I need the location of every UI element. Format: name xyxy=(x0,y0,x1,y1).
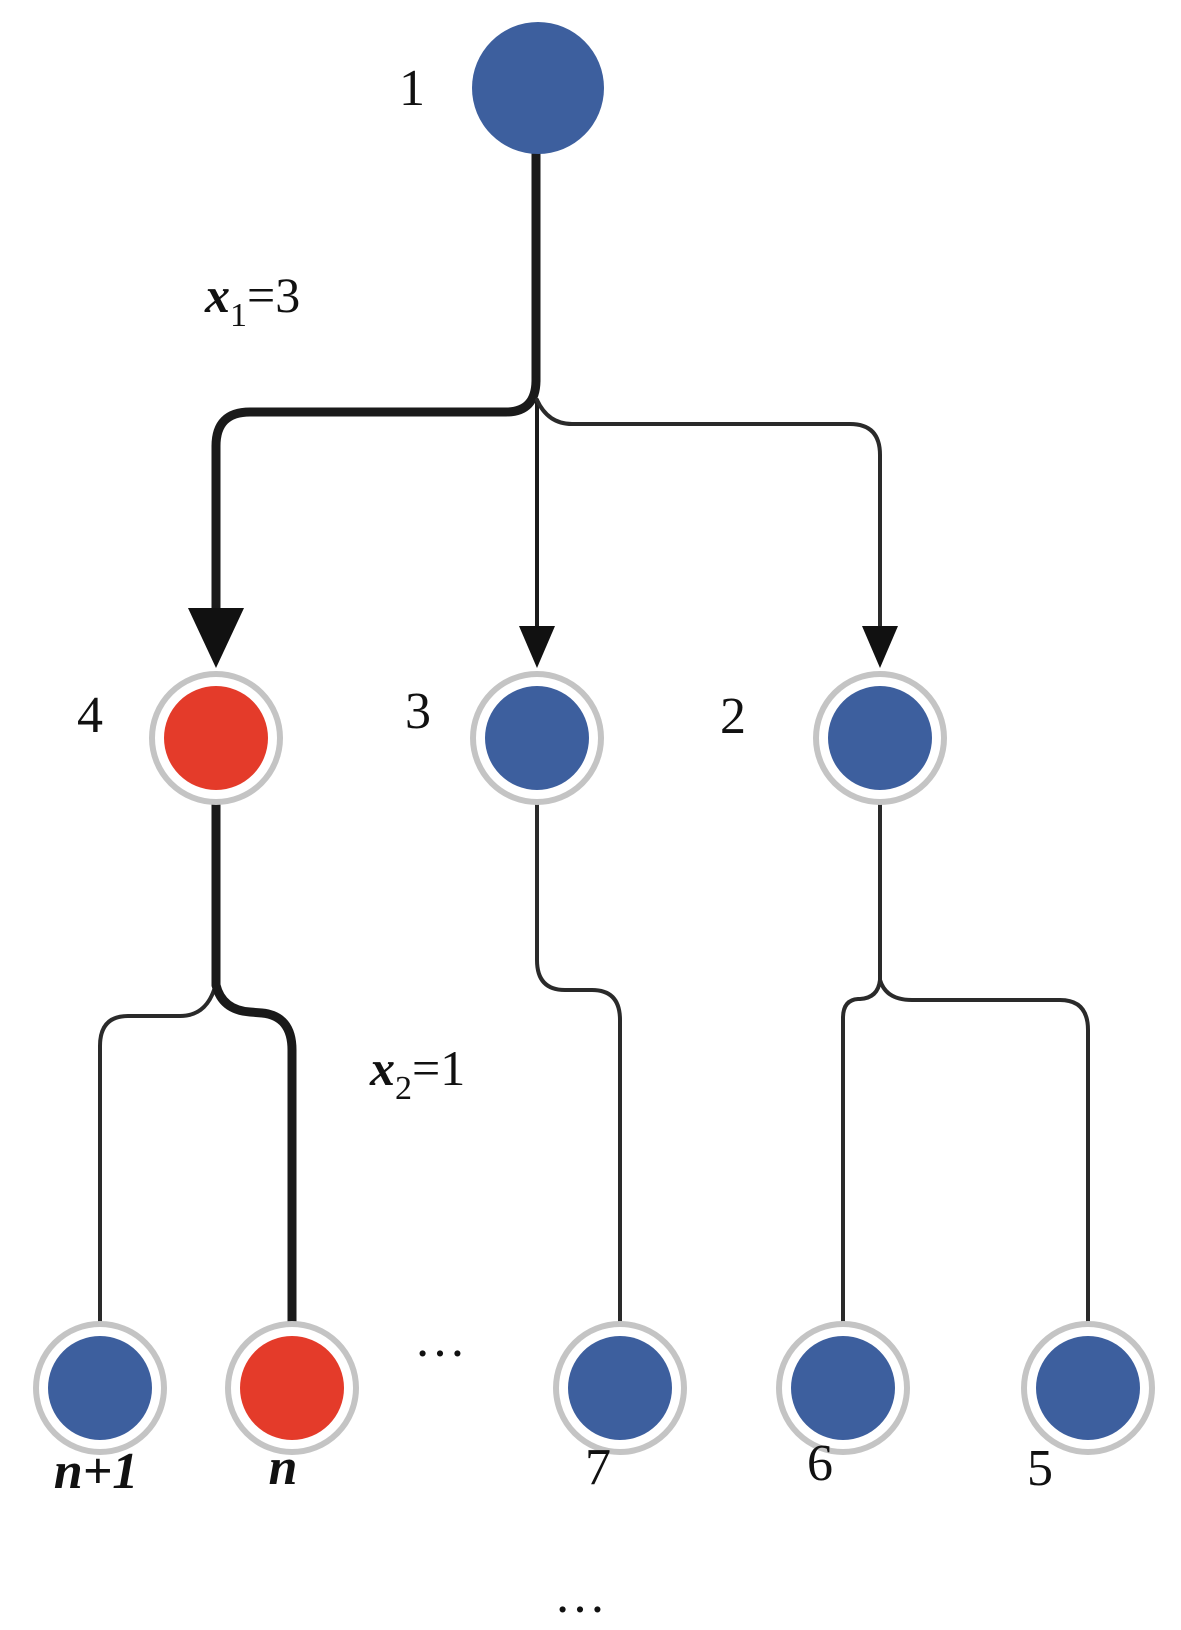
node-label-4: 4 xyxy=(77,687,103,744)
arrowhead-1-to-3 xyxy=(519,626,555,668)
node-1[interactable] xyxy=(472,22,604,154)
node-label-7: 7 xyxy=(585,1439,611,1496)
node-n+1[interactable] xyxy=(33,1321,167,1455)
edge-1-to-4 xyxy=(211,375,541,615)
arrowhead-1-to-2 xyxy=(862,626,898,668)
arrowhead-1-to-4 xyxy=(188,608,244,668)
node-3-fill xyxy=(485,686,589,790)
annotation-x2-rest: =1 xyxy=(412,1040,465,1096)
node-6[interactable] xyxy=(776,1321,910,1455)
annotation-x1-rest: =3 xyxy=(247,267,300,323)
edge-4-to-n xyxy=(211,980,297,1370)
node-label-5: 5 xyxy=(1027,1440,1053,1497)
node-label-n+1: n+1 xyxy=(54,1443,139,1500)
annotation-x1-var: x xyxy=(204,267,230,323)
node-3[interactable] xyxy=(470,671,604,805)
node-6-fill xyxy=(791,1336,895,1440)
node-label-2: 2 xyxy=(720,688,746,745)
node-label-6: 6 xyxy=(807,1435,833,1492)
edge-2-to-5 xyxy=(878,978,1090,1382)
node-label-1: 1 xyxy=(399,60,425,117)
node-n+1-fill xyxy=(48,1336,152,1440)
annotation-x1: x1=3 xyxy=(204,267,300,334)
annotation-x2-sub: 2 xyxy=(395,1070,412,1107)
node-4-fill xyxy=(164,686,268,790)
ellipsis-row: … xyxy=(414,1311,466,1368)
annotation-x2: x2=1 xyxy=(369,1040,465,1107)
annotation-x2-var: x xyxy=(369,1040,395,1096)
node-2-fill xyxy=(828,686,932,790)
node-5-fill xyxy=(1036,1336,1140,1440)
ellipsis-bottom: … xyxy=(554,1567,606,1624)
nodes xyxy=(33,22,1155,1455)
annotation-x1-sub: 1 xyxy=(230,297,247,334)
node-n-fill xyxy=(240,1336,344,1440)
node-label-3: 3 xyxy=(405,683,431,740)
edge-2-to-6 xyxy=(841,978,882,1382)
node-7-fill xyxy=(568,1336,672,1440)
edge-3-to-7 xyxy=(535,788,622,1382)
node-n[interactable] xyxy=(225,1321,359,1455)
node-5[interactable] xyxy=(1021,1321,1155,1455)
node-label-n: n xyxy=(269,1439,298,1496)
annotations: x1=3 x2=1 … … xyxy=(204,267,606,1624)
node-labels: 1 4 3 2 n+1 n 7 6 5 xyxy=(54,60,1053,1500)
edge-1-to-2 xyxy=(535,398,882,630)
edge-4-to-n+1 xyxy=(98,988,216,1382)
node-7[interactable] xyxy=(553,1321,687,1455)
node-2[interactable] xyxy=(813,671,947,805)
node-4[interactable] xyxy=(149,671,283,805)
